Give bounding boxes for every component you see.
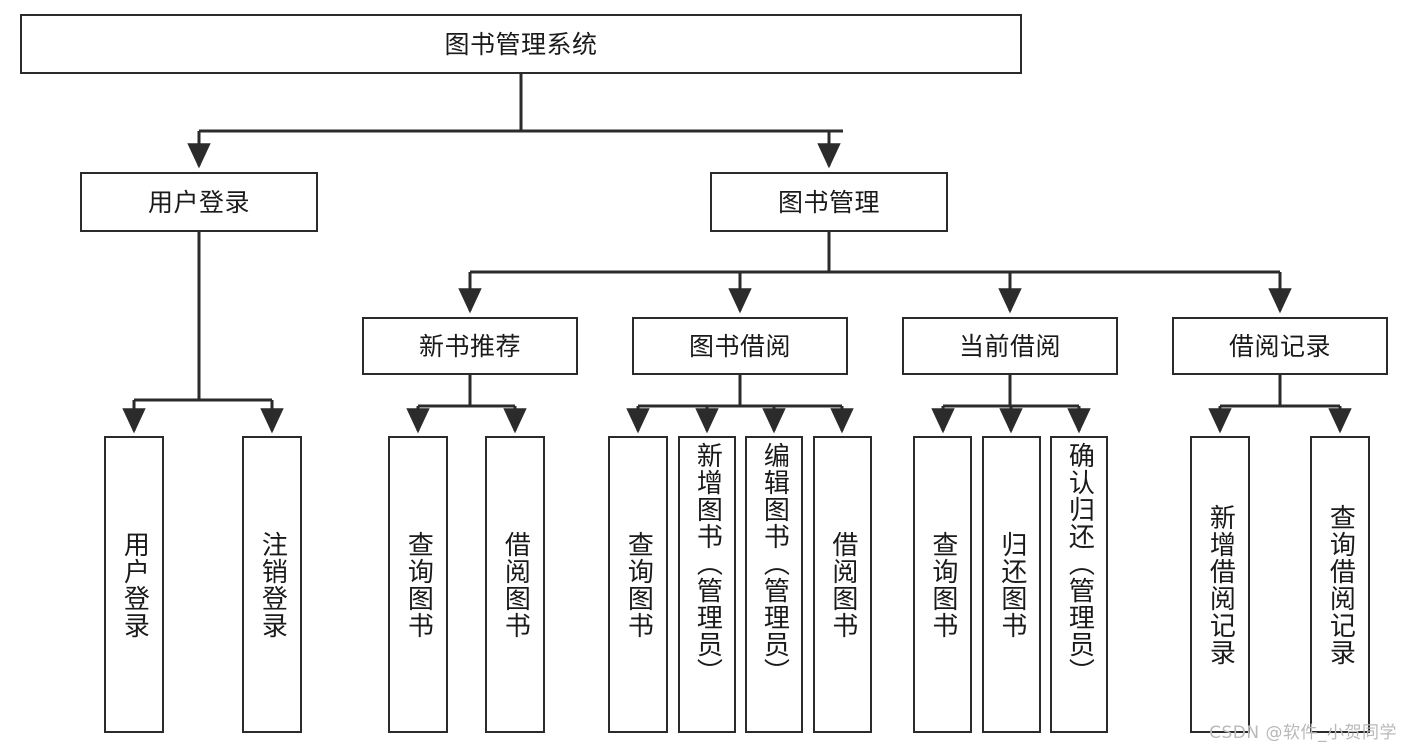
node-new-book-rec-label: 新书推荐	[418, 331, 521, 361]
node-root[interactable]: 图书管理系统	[20, 14, 1022, 74]
node-leaf-borrow-book-1-label: 借阅图书	[500, 530, 531, 639]
node-leaf-query-record[interactable]: 查询借阅记录	[1310, 436, 1370, 733]
node-book-manage[interactable]: 图书管理	[710, 172, 948, 232]
node-leaf-query-book-2[interactable]: 查询图书	[608, 436, 668, 733]
node-leaf-borrow-book-2-label: 借阅图书	[827, 530, 858, 639]
node-current-borrow-label: 当前借阅	[958, 331, 1061, 361]
node-leaf-query-book-3-label: 查询图书	[927, 530, 958, 639]
node-leaf-edit-book-label: 编辑图书（管理员）	[759, 442, 790, 685]
node-leaf-add-book[interactable]: 新增图书（管理员）	[678, 436, 736, 733]
node-book-manage-label: 图书管理	[777, 187, 880, 217]
node-leaf-add-record[interactable]: 新增借阅记录	[1190, 436, 1250, 733]
node-borrow-record[interactable]: 借阅记录	[1172, 317, 1388, 375]
node-leaf-user-login[interactable]: 用户登录	[104, 436, 164, 733]
node-leaf-query-book-1-label: 查询图书	[403, 530, 434, 639]
node-leaf-borrow-book-2[interactable]: 借阅图书	[813, 436, 872, 733]
node-user-login-label: 用户登录	[147, 187, 250, 217]
node-leaf-user-login-label: 用户登录	[119, 530, 150, 639]
watermark: CSDN @软件_小贺同学	[1209, 723, 1397, 743]
node-leaf-query-book-3[interactable]: 查询图书	[913, 436, 972, 733]
node-leaf-return-book[interactable]: 归还图书	[982, 436, 1041, 733]
node-leaf-user-logout[interactable]: 注销登录	[242, 436, 302, 733]
node-new-book-rec[interactable]: 新书推荐	[362, 317, 578, 375]
node-leaf-edit-book[interactable]: 编辑图书（管理员）	[745, 436, 803, 733]
node-current-borrow[interactable]: 当前借阅	[902, 317, 1118, 375]
node-book-borrow[interactable]: 图书借阅	[632, 317, 848, 375]
node-leaf-add-record-label: 新增借阅记录	[1205, 503, 1236, 666]
node-leaf-confirm-return-label: 确认归还（管理员）	[1064, 442, 1095, 685]
node-leaf-confirm-return[interactable]: 确认归还（管理员）	[1050, 436, 1108, 733]
node-leaf-query-book-2-label: 查询图书	[623, 530, 654, 639]
node-leaf-add-book-label: 新增图书（管理员）	[692, 442, 723, 685]
node-root-label: 图书管理系统	[444, 29, 598, 59]
node-leaf-return-book-label: 归还图书	[996, 530, 1027, 639]
node-user-login[interactable]: 用户登录	[80, 172, 318, 232]
node-leaf-borrow-book-1[interactable]: 借阅图书	[485, 436, 545, 733]
node-borrow-record-label: 借阅记录	[1228, 331, 1331, 361]
node-book-borrow-label: 图书借阅	[688, 331, 791, 361]
node-leaf-query-record-label: 查询借阅记录	[1325, 503, 1356, 666]
node-leaf-query-book-1[interactable]: 查询图书	[388, 436, 448, 733]
node-leaf-user-logout-label: 注销登录	[257, 530, 288, 639]
